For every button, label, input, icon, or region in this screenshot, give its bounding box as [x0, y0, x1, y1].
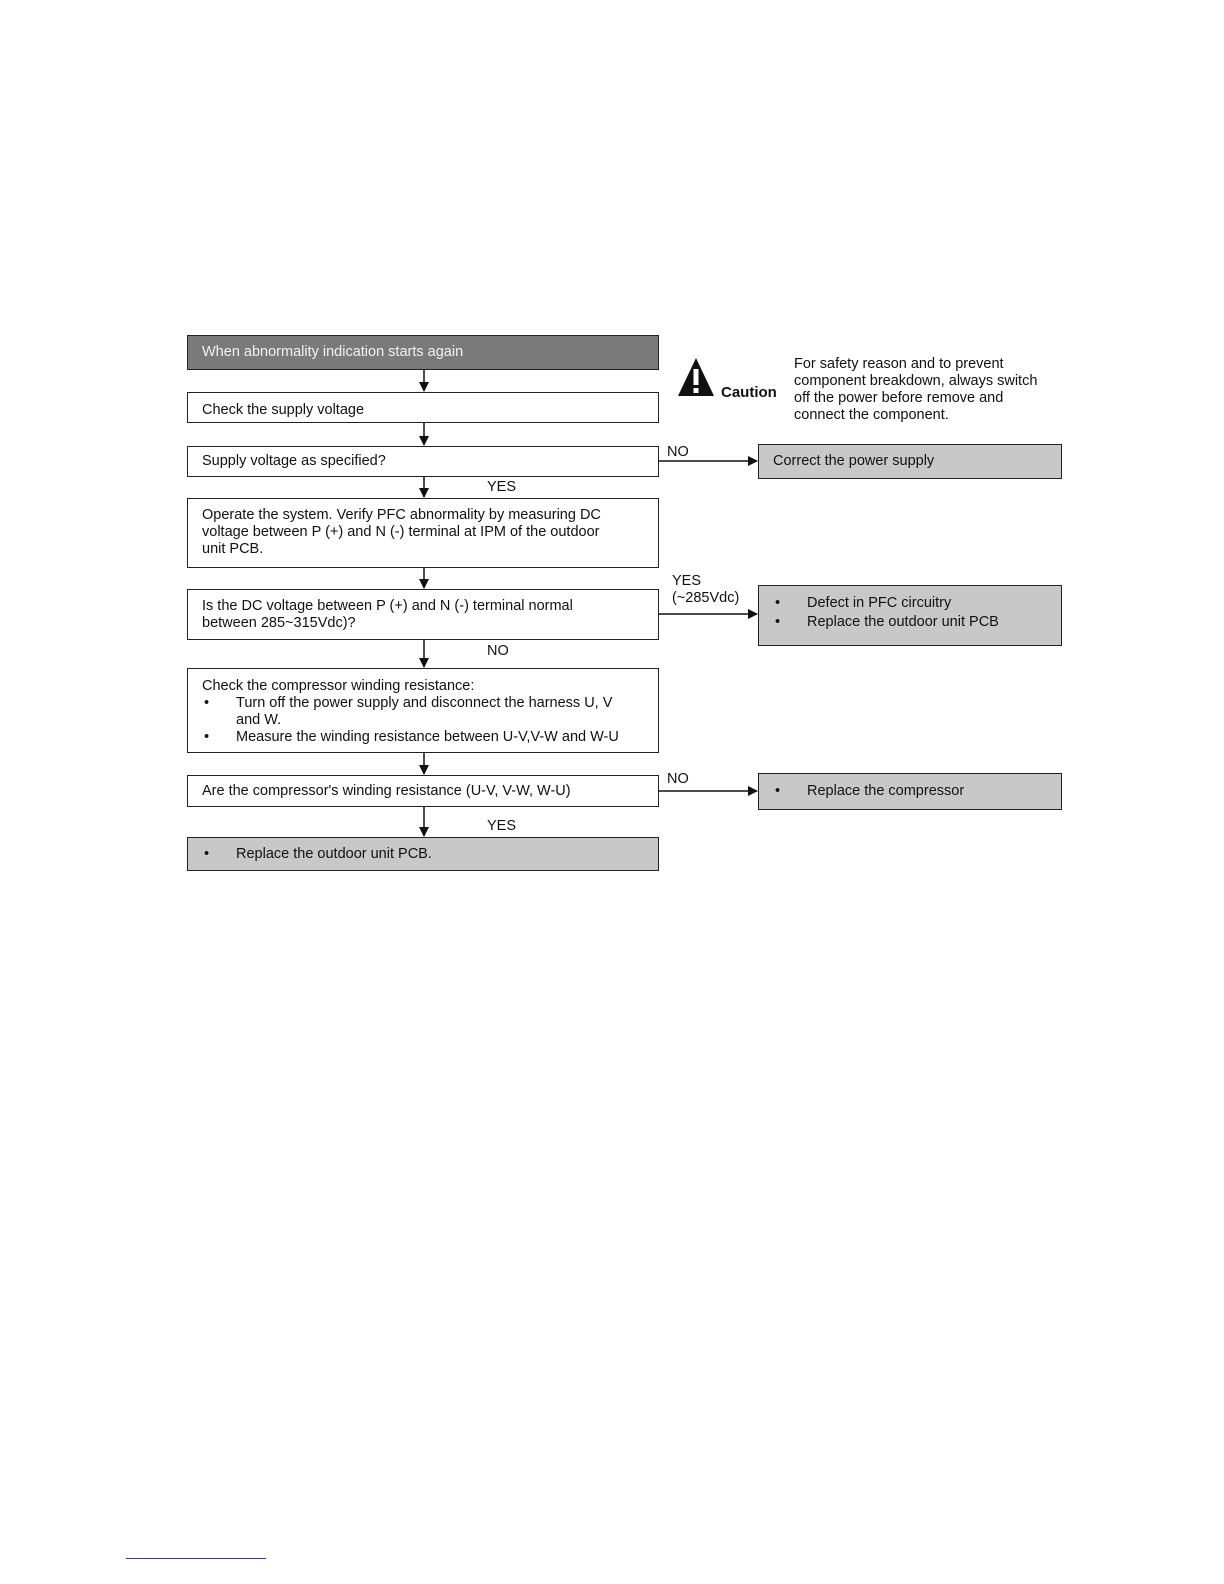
pfc-defect-item-2: Replace the outdoor unit PCB: [773, 614, 1047, 631]
check-supply-box: Check the supply voltage: [187, 392, 659, 423]
check-winding-box: Check the compressor winding resistance:…: [187, 668, 659, 753]
label-no-dc: NO: [487, 643, 509, 659]
operate-system-text: Operate the system. Verify PFC abnormali…: [202, 507, 601, 557]
replace-pcb-text: Replace the outdoor unit PCB.: [202, 846, 432, 863]
label-yes-dc-line1: YES: [672, 573, 702, 589]
start-step-box: When abnormality indication starts again: [187, 335, 659, 370]
caution-text: For safety reason and to prevent compone…: [794, 356, 1038, 423]
check-winding-item-2: Measure the winding resistance between U…: [202, 729, 644, 746]
replace-compressor-box: Replace the compressor: [758, 773, 1062, 810]
label-yes-dc-line2: (~285Vdc): [672, 590, 740, 606]
dc-voltage-question-text: Is the DC voltage between P (+) and N (-…: [202, 597, 573, 631]
winding-question-text: Are the compressor's winding resistance …: [202, 782, 571, 799]
label-yes-supply: YES: [487, 479, 517, 495]
replace-compressor-text: Replace the compressor: [773, 783, 964, 800]
caution-label: Caution: [721, 384, 777, 401]
footer-link-underline: [126, 1558, 266, 1559]
label-no-winding: NO: [667, 771, 689, 787]
start-step-text: When abnormality indication starts again: [202, 344, 464, 360]
check-winding-title: Check the compressor winding resistance:: [202, 678, 475, 694]
operate-system-box: Operate the system. Verify PFC abnormali…: [187, 498, 659, 568]
supply-question-text: Supply voltage as specified?: [202, 453, 386, 469]
replace-pcb-box: Replace the outdoor unit PCB.: [187, 837, 659, 871]
correct-power-box: Correct the power supply: [758, 444, 1062, 479]
warning-triangle-icon: [678, 358, 714, 396]
winding-question-box: Are the compressor's winding resistance …: [187, 775, 659, 807]
pfc-defect-item-1: Defect in PFC circuitry: [773, 595, 1047, 612]
label-no-supply: NO: [667, 444, 689, 460]
label-yes-winding: YES: [487, 818, 517, 834]
pfc-defect-box: Defect in PFC circuitry Replace the outd…: [758, 585, 1062, 646]
check-supply-text: Check the supply voltage: [202, 402, 365, 418]
supply-question-box: Supply voltage as specified?: [187, 446, 659, 477]
dc-voltage-question-box: Is the DC voltage between P (+) and N (-…: [187, 589, 659, 640]
check-winding-item-1: Turn off the power supply and disconnect…: [202, 695, 644, 729]
correct-power-text: Correct the power supply: [773, 453, 935, 469]
